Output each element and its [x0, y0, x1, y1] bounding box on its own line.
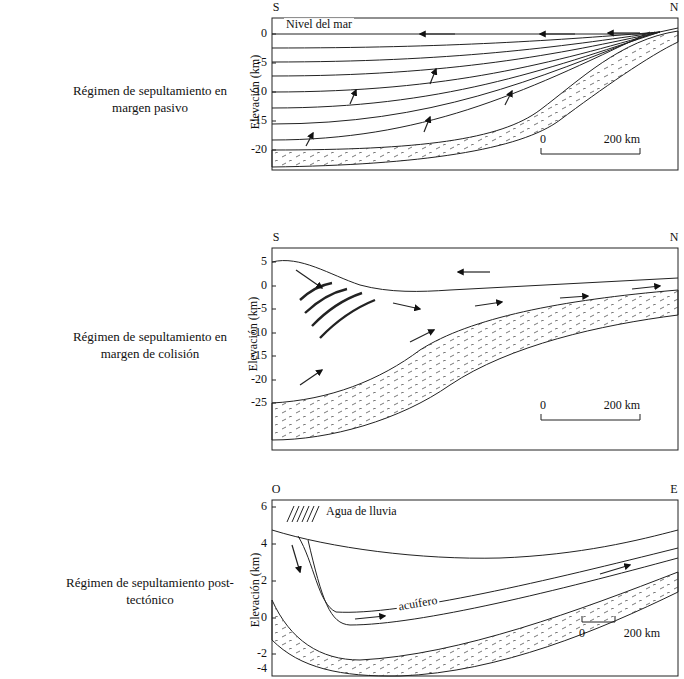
tick-label: -20 [251, 143, 267, 157]
tick-label: -2 [257, 647, 267, 661]
scale-label: 0 [540, 399, 546, 413]
scale-bar [541, 148, 640, 154]
tick-label: -4 [257, 662, 267, 676]
tick-label: 4 [261, 537, 267, 551]
aquifer-label: acuífero [395, 593, 440, 614]
tick-label: -5 [257, 302, 267, 316]
direction-letter: E [670, 483, 677, 497]
scale-bar [541, 414, 640, 420]
scale-label: 200 km [624, 627, 660, 641]
scale-label: 0 [579, 627, 585, 641]
scale-label: 0 [540, 133, 546, 147]
section-title: Régimen de sepultamiento en margen pasiv… [65, 83, 235, 117]
flow-arrows [292, 545, 630, 619]
tick-label: 0 [261, 27, 267, 41]
tick-label: 6 [261, 500, 267, 514]
direction-letter: S [273, 1, 280, 15]
scale-label: 200 km [604, 133, 640, 147]
collision-margin-section [272, 248, 678, 450]
tick-marks [272, 34, 276, 150]
direction-letter: S [273, 231, 280, 245]
tick-marks [272, 507, 276, 654]
thrust-faults [300, 283, 375, 338]
axis-title: Elevación (km) [249, 553, 263, 627]
direction-letter: N [670, 231, 679, 245]
tick-label: -20 [251, 373, 267, 387]
rain-label: Agua de lluvia [324, 505, 399, 519]
direction-letter: O [272, 483, 281, 497]
tick-label: -5 [257, 56, 267, 70]
rain-strokes [287, 506, 319, 522]
tick-label: -25 [251, 396, 267, 410]
section-title: Régimen de sepultamiento post-tectónico [65, 575, 235, 609]
section-title: Régimen de sepultamiento en margen de co… [65, 329, 235, 363]
scale-label: 200 km [604, 399, 640, 413]
tick-label: 2 [261, 574, 267, 588]
scale-bar [582, 616, 615, 622]
flow-arrows [296, 270, 660, 385]
tick-label: -10 [251, 85, 267, 99]
post-tectonic-section [272, 500, 678, 676]
tick-label: 0 [261, 279, 267, 293]
tick-label: 5 [261, 255, 267, 269]
passive-margin-section [272, 18, 678, 170]
sea-level-label: Nivel del mar [284, 18, 354, 32]
direction-letter: N [670, 1, 679, 15]
tick-marks [272, 262, 276, 403]
tick-label: -15 [251, 114, 267, 128]
flow-arrows [306, 33, 640, 146]
tick-label: -15 [251, 349, 267, 363]
tick-label: -10 [251, 326, 267, 340]
tick-label: 0 [261, 611, 267, 625]
